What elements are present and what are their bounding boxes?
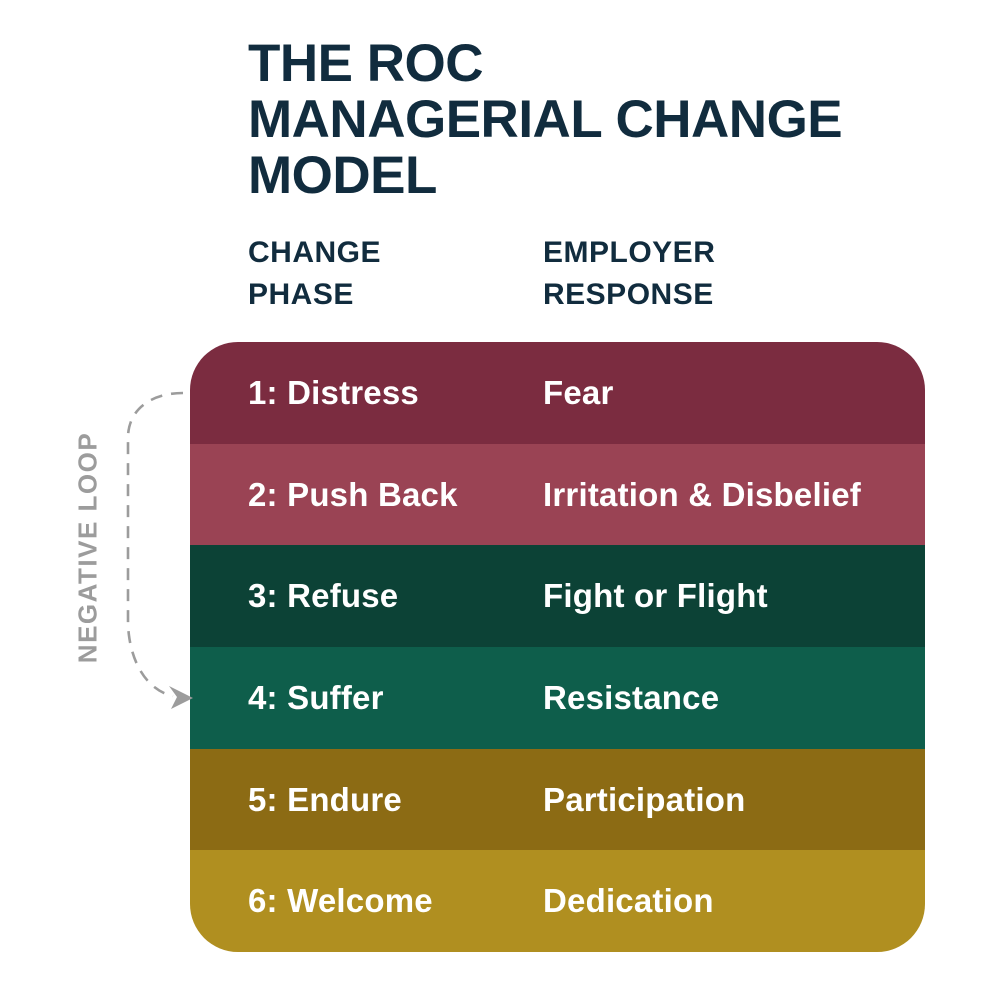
phase-cell: 2: Push Back [248,475,458,513]
phase-cell: 4: Suffer [248,678,384,716]
page-title-line-3: MODEL [248,146,437,205]
column-headers: CHANGE PHASE EMPLOYER RESPONSE [248,232,715,316]
table-row-distress: 1: Distress Fear [190,342,925,444]
response-cell: Fight or Flight [543,577,768,615]
column-header-employer-response-line-1: EMPLOYER [543,236,716,269]
response-cell: Resistance [543,678,720,716]
column-header-change-phase: CHANGE PHASE [248,232,543,316]
phase-cell: 1: Distress [248,373,419,411]
table-row-welcome: 6: Welcome Dedication [190,850,925,952]
table-row-refuse: 3: Refuse Fight or Flight [190,545,925,648]
response-cell: Fear [543,373,614,411]
response-cell: Irritation & Disbelief [543,475,861,513]
change-model-table: 1: Distress Fear 2: Push Back Irritation… [190,342,925,952]
column-header-employer-response: EMPLOYER RESPONSE [543,232,715,316]
table-row-push-back: 2: Push Back Irritation & Disbelief [190,443,925,546]
phase-cell: 5: Endure [248,780,402,818]
table-row-endure: 5: Endure Participation [190,748,925,851]
page-title-line-1: THE ROC [248,34,484,93]
negative-loop-dashed-path [126,391,184,698]
table-row-suffer: 4: Suffer Resistance [190,647,925,749]
page-title-line-2: MANAGERIAL CHANGE [248,90,843,149]
negative-loop-label: NEGATIVE LOOP [72,431,103,664]
negative-loop-arrow [126,391,193,709]
response-cell: Participation [543,780,746,818]
page-title: THE ROC MANAGERIAL CHANGE MODEL [248,34,843,205]
phase-cell: 3: Refuse [248,577,399,615]
column-header-employer-response-line-2: RESPONSE [543,278,714,311]
response-cell: Dedication [543,882,714,920]
negative-loop-arrowhead-icon [169,686,193,709]
column-header-change-phase-line-1: CHANGE [248,236,382,269]
column-header-change-phase-line-2: PHASE [248,278,354,311]
phase-cell: 6: Welcome [248,882,433,920]
